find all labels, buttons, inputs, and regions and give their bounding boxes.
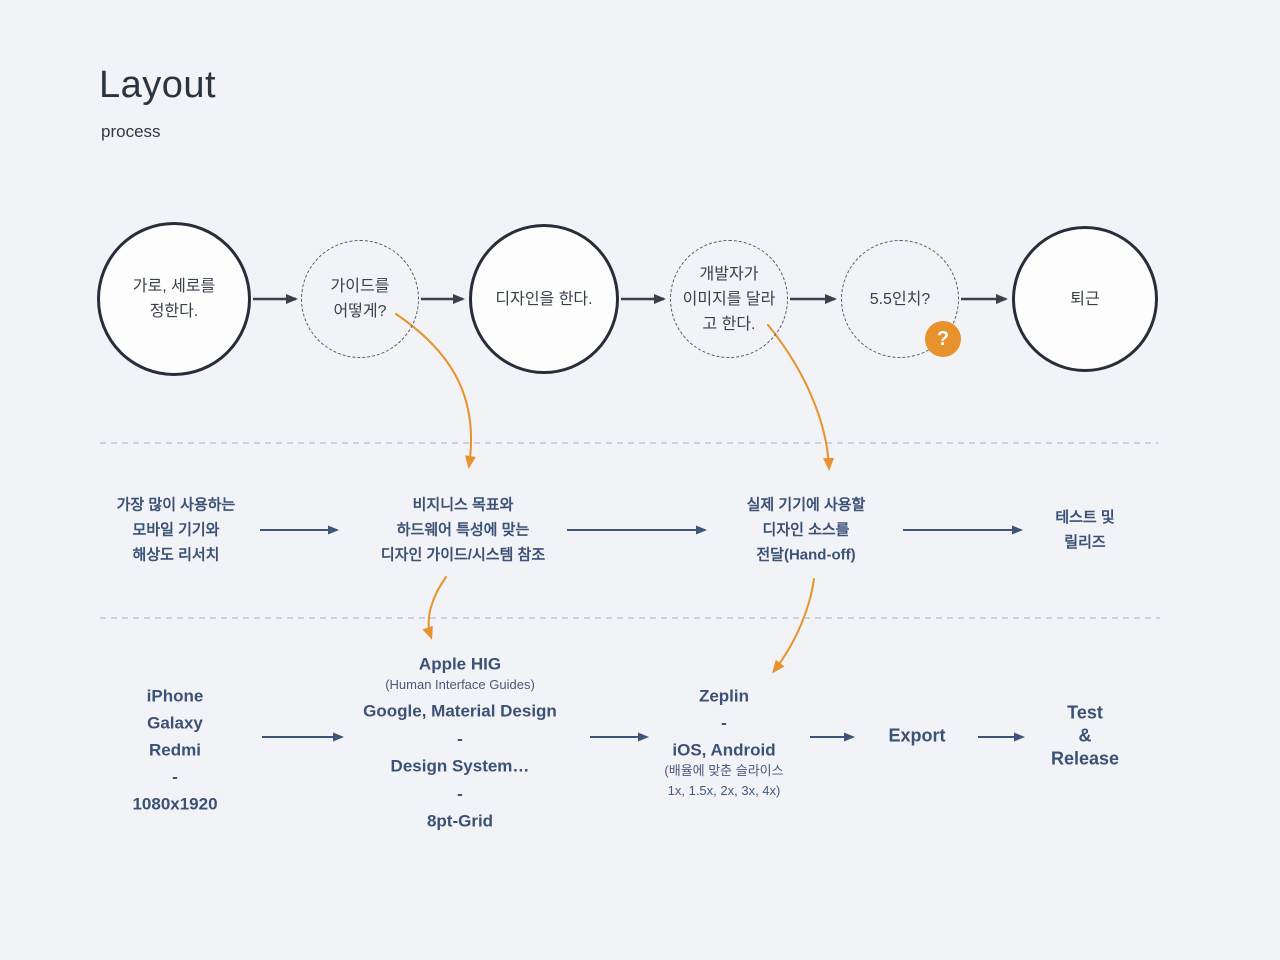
- flow-step-label: 5.5인치?: [869, 290, 931, 308]
- flow-step-label: 가이드를 어떻게?: [330, 278, 390, 320]
- flow-step-label: 가로, 세로를 정한다.: [132, 278, 216, 320]
- research-item-handoff: 실제 기기에 사용할 디자인 소스를 전달(Hand-off): [746, 496, 866, 564]
- curve-arrow-research-to-guides: [422, 576, 447, 640]
- page-subtitle: process: [101, 122, 161, 141]
- page-title: Layout: [99, 64, 217, 106]
- detail-guides-subtitle: (Human Interface Guides): [385, 677, 535, 692]
- flow-step-label: 디자인을 한다.: [495, 290, 593, 308]
- flow-step-inch-question: 5.5인치?: [841, 240, 959, 358]
- detail-devices-list: iPhone Galaxy Redmi - 1080x1920: [132, 686, 218, 814]
- detail-release-label: Test & Release: [1050, 702, 1120, 769]
- flow-step-dev-request: 개발자가 이미지를 달라 고 한다.: [670, 240, 788, 358]
- curve-arrow-guide-to-research: [395, 313, 476, 469]
- detail-guides-list: Google, Material Design - Design System……: [363, 701, 557, 831]
- detail-handoff-tools: Zeplin - iOS, Android: [672, 686, 776, 760]
- flow-step-guide-question: 가이드를 어떻게?: [301, 240, 419, 358]
- detail-guides-title: Apple HIG: [418, 654, 502, 674]
- research-item-guide-reference: 비지니스 목표와 하드웨어 특성에 맞는 디자인 가이드/시스템 참조: [380, 496, 546, 564]
- flow-step-define-size: 가로, 세로를 정한다.: [97, 222, 251, 376]
- research-item-test-release: 테스트 및 릴리즈: [1055, 509, 1115, 551]
- flow-step-label: 퇴근: [1070, 290, 1100, 308]
- question-mark-icon: ?: [925, 321, 961, 357]
- curve-arrow-dev-to-handoff: [767, 324, 835, 471]
- curve-arrow-handoff-to-zeplin: [772, 578, 815, 674]
- detail-export-label: Export: [888, 725, 946, 746]
- flow-step-design: 디자인을 한다.: [469, 224, 619, 374]
- flow-step-leave-work: 퇴근: [1012, 226, 1158, 372]
- research-item-device-research: 가장 많이 사용하는 모바일 기기와 해상도 리서치: [116, 496, 236, 564]
- flow-step-label: 개발자가 이미지를 달라 고 한다.: [682, 265, 776, 333]
- detail-handoff-note: (배율에 맞춘 슬라이스 1x, 1.5x, 2x, 3x, 4x): [664, 763, 784, 798]
